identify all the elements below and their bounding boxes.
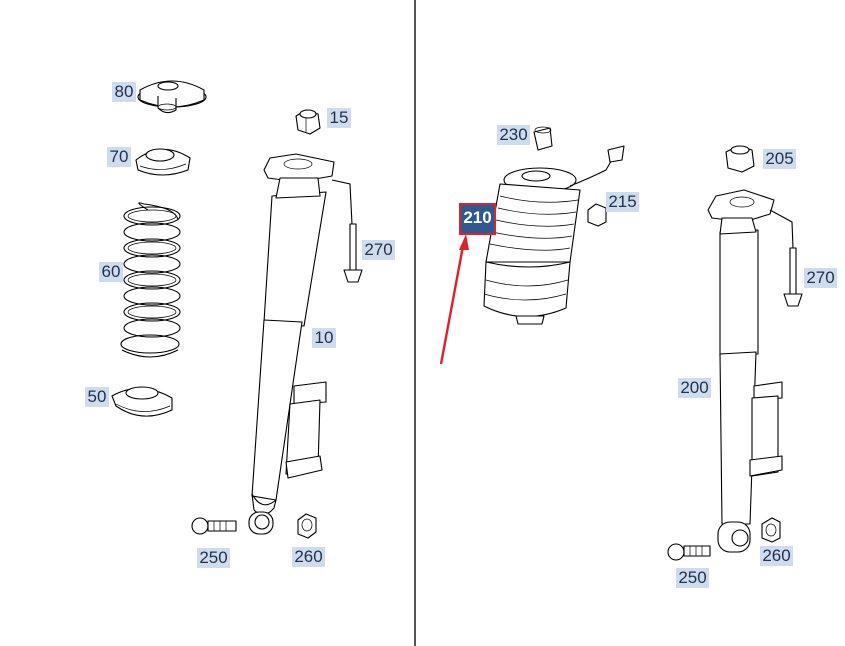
highlight-arrow [439, 234, 469, 365]
callout-70[interactable]: 70 [107, 147, 131, 167]
part-200-shock-absorber[interactable] [707, 189, 783, 553]
callout-250-right[interactable]: 250 [676, 568, 709, 588]
callout-205[interactable]: 205 [763, 149, 796, 169]
part-250-bolt-right[interactable] [667, 543, 711, 561]
part-270-bolt-right[interactable] [769, 209, 803, 307]
callout-250[interactable]: 250 [197, 548, 230, 568]
callout-50[interactable]: 50 [85, 387, 109, 407]
part-260-nut-right[interactable] [761, 517, 781, 543]
callout-10[interactable]: 10 [312, 328, 336, 348]
part-250-bolt-left[interactable] [191, 517, 237, 535]
part-260-nut-left[interactable] [297, 513, 317, 539]
part-215-nut[interactable] [587, 203, 607, 227]
part-60-coil-spring[interactable] [120, 202, 181, 358]
part-205-nut[interactable] [725, 145, 755, 173]
callout-260[interactable]: 260 [292, 547, 325, 567]
part-10-shock-absorber[interactable] [248, 153, 335, 535]
callout-60[interactable]: 60 [99, 262, 123, 282]
callout-80[interactable]: 80 [112, 82, 136, 102]
part-230-connector[interactable] [533, 126, 553, 151]
callout-200[interactable]: 200 [678, 378, 711, 398]
callout-270[interactable]: 270 [362, 240, 395, 260]
part-80-top-mount[interactable] [137, 80, 207, 114]
callout-230[interactable]: 230 [497, 125, 530, 145]
callout-210-highlighted[interactable]: 210 [459, 203, 496, 235]
part-50-lower-seat[interactable] [111, 386, 173, 417]
callout-15[interactable]: 15 [327, 108, 351, 128]
callout-260-right[interactable]: 260 [760, 546, 793, 566]
part-15-nut[interactable] [295, 109, 321, 135]
callout-270-right[interactable]: 270 [804, 268, 837, 288]
callout-215[interactable]: 215 [606, 192, 639, 212]
part-270-bolt-left[interactable] [331, 179, 363, 283]
part-70-spring-pad[interactable] [135, 148, 191, 176]
part-210-air-spring[interactable] [483, 145, 625, 325]
